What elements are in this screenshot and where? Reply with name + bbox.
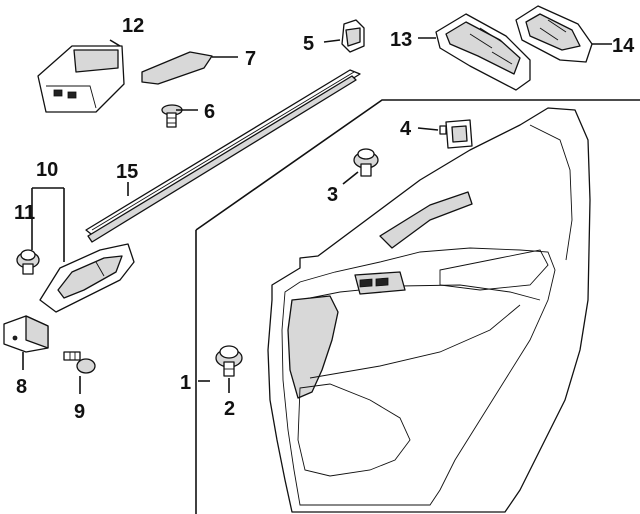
- callout-9: 9: [74, 401, 85, 423]
- callout-12: 12: [122, 15, 144, 37]
- screw-9[interactable]: [63, 351, 96, 374]
- callout-11: 11: [14, 202, 35, 224]
- callout-13: 13: [390, 29, 412, 51]
- callout-14: 14: [612, 35, 635, 57]
- callout-10: 10: [36, 159, 58, 181]
- callout-8: 8: [16, 376, 27, 398]
- clip-5[interactable]: [341, 19, 365, 53]
- callout-6: 6: [204, 101, 215, 123]
- callout-3: 3: [327, 184, 338, 206]
- switch-assembly-14[interactable]: [515, 5, 593, 63]
- clip-11[interactable]: [16, 249, 40, 275]
- leader-lines: [22, 37, 612, 394]
- door-trim-panel[interactable]: [267, 107, 591, 513]
- retainer-clip-2[interactable]: [215, 345, 243, 377]
- inside-handle-10[interactable]: [39, 243, 135, 313]
- retainer-clip-3[interactable]: [353, 148, 379, 177]
- belt-weatherstrip-15[interactable]: [85, 69, 361, 243]
- part-number-labels: 1 2 3 4 5 6 7 8 9 10 11 12 13 14 15: [14, 15, 635, 423]
- callout-2: 2: [224, 398, 235, 420]
- bracket-4[interactable]: [439, 119, 473, 149]
- switch-12[interactable]: [37, 45, 125, 113]
- callout-1: 1: [180, 372, 191, 394]
- screw-6[interactable]: [161, 104, 183, 128]
- callout-7: 7: [245, 48, 256, 70]
- bracket-8[interactable]: [3, 315, 49, 353]
- callout-4: 4: [400, 118, 412, 140]
- callout-5: 5: [303, 33, 314, 55]
- window-switch-assembly-13[interactable]: [435, 13, 531, 91]
- trim-strip-7[interactable]: [141, 51, 213, 85]
- door-panel-frame: [195, 99, 640, 514]
- callout-15: 15: [116, 161, 138, 183]
